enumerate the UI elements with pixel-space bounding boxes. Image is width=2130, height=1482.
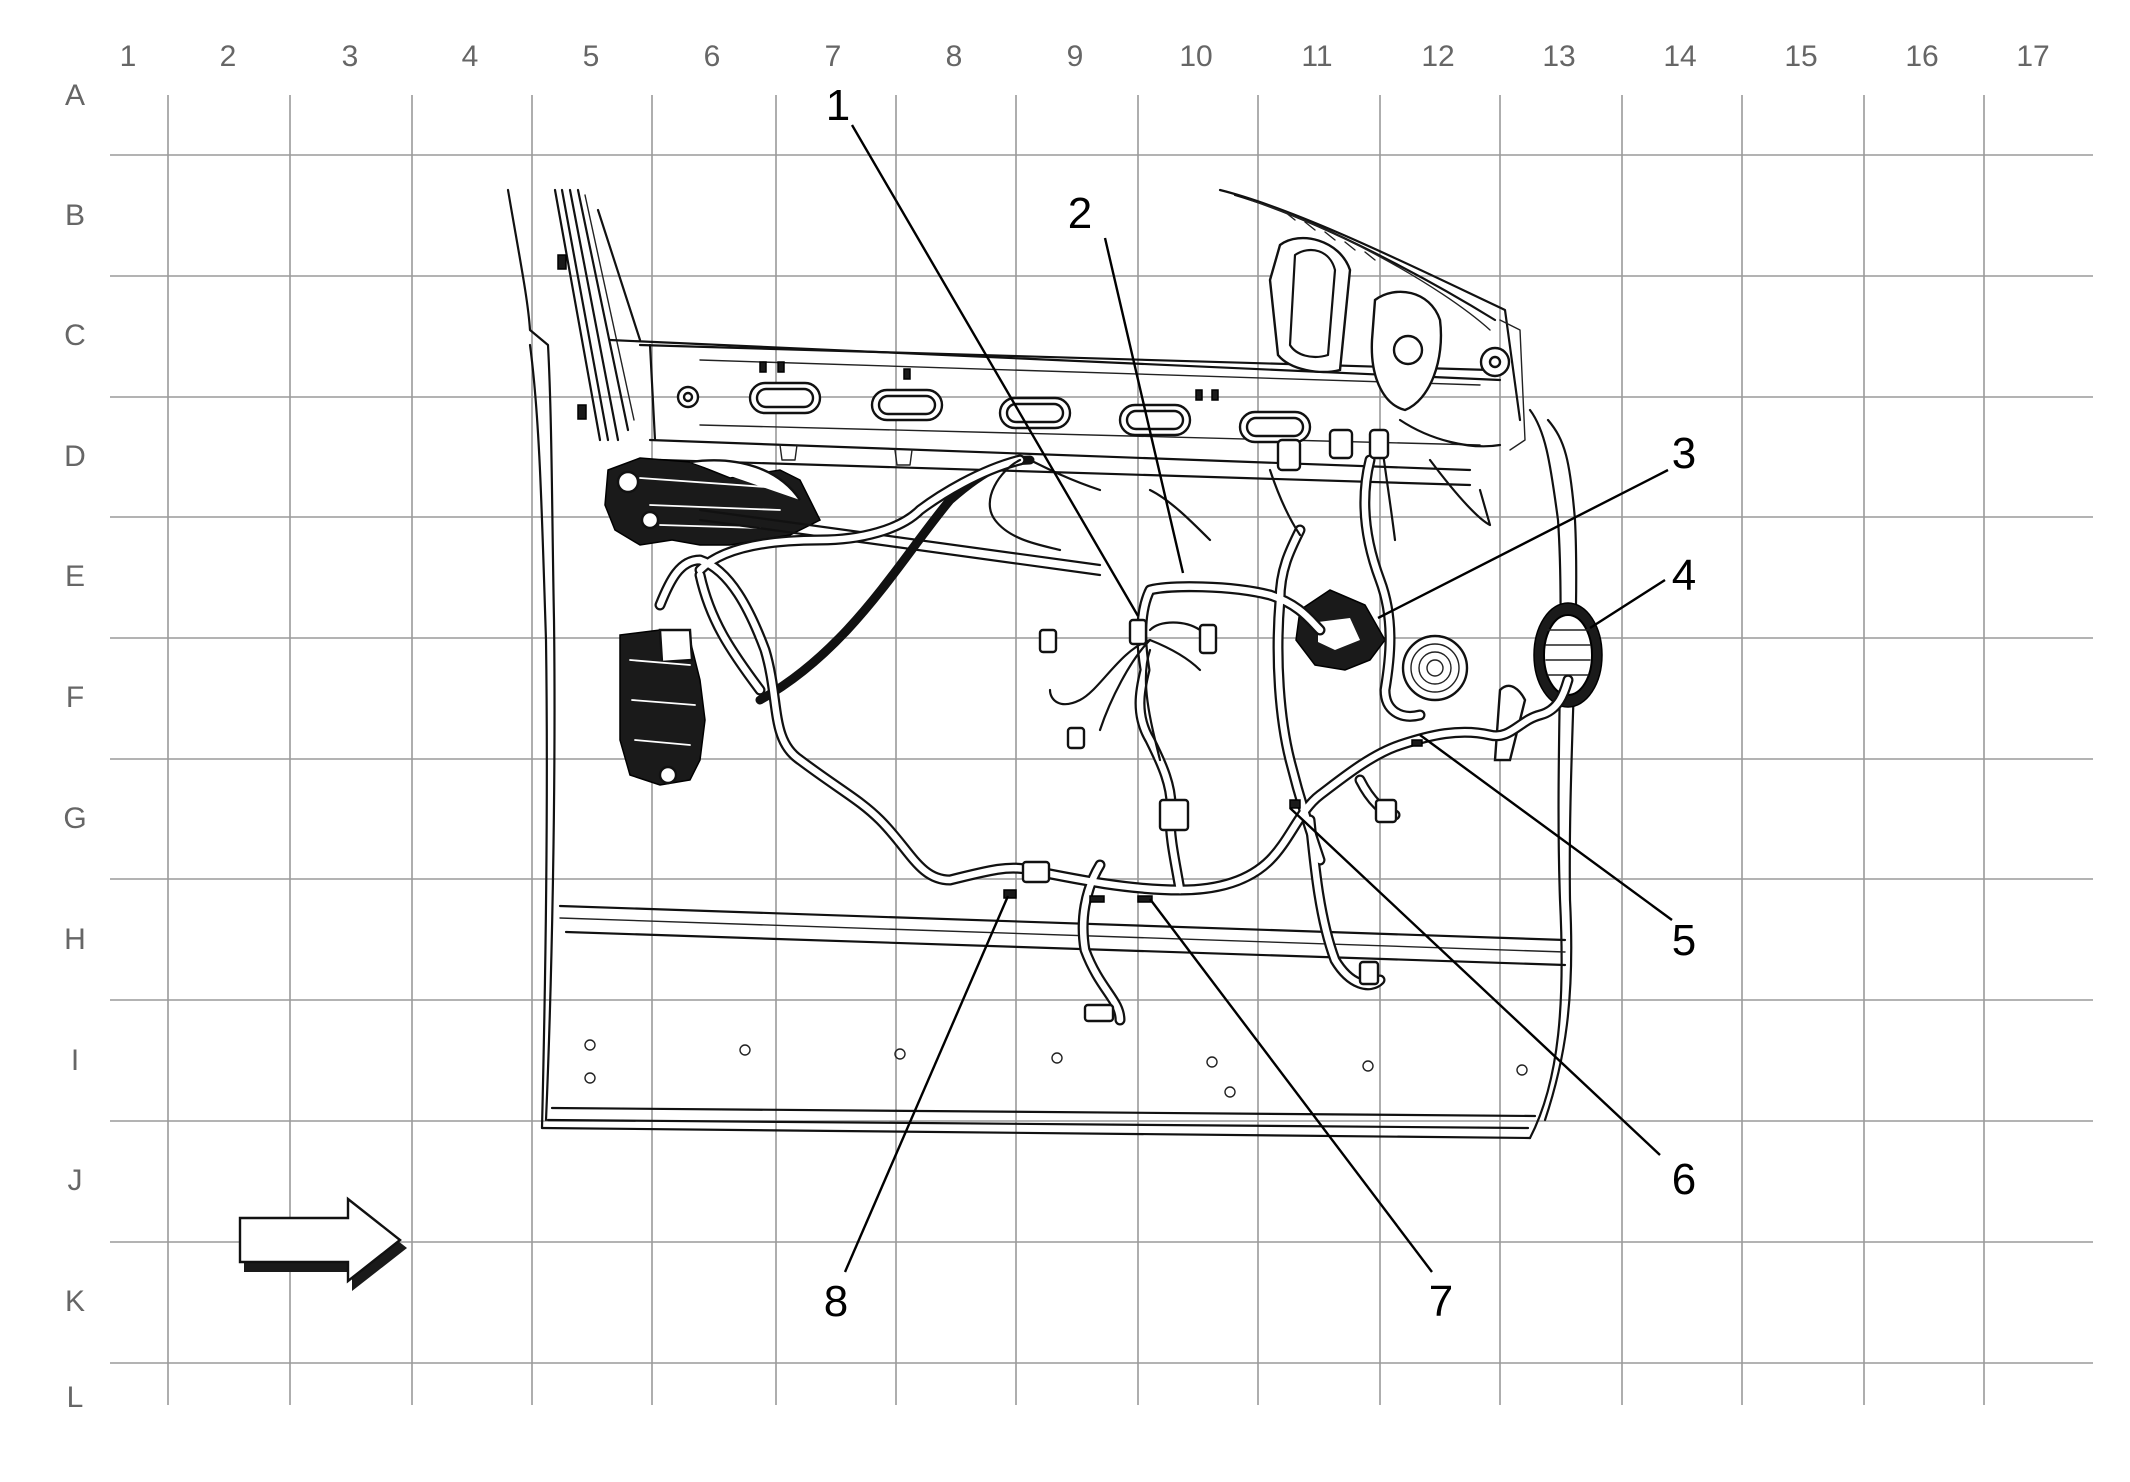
speaker [1401,634,1469,702]
callout-7: 7 [1429,1277,1453,1326]
grid-column-label: 7 [825,40,842,73]
grid-row-label: D [64,440,86,473]
grid-column-label: 17 [2016,40,2049,73]
callout-3: 3 [1672,429,1696,478]
grid-column-label: 6 [704,40,721,73]
grid-column-label: 8 [946,40,963,73]
callout-2: 2 [1068,189,1092,238]
grid-row-label: K [65,1285,85,1318]
grid-column-label: 10 [1179,40,1212,73]
callout-4: 4 [1672,551,1696,600]
door-panel-outline [506,188,1578,1140]
callout-8: 8 [824,1277,848,1326]
door-latch [619,628,706,786]
grid-column-label: 4 [462,40,479,73]
grid-row-label: H [64,923,86,956]
callout-labels: 1 2 3 4 5 6 7 8 [824,81,1696,1326]
right-arrow-icon [238,1196,407,1291]
grid-row-label: F [66,681,84,714]
grid-row-label: J [68,1164,83,1197]
callout-5: 5 [1672,916,1696,965]
grid-column-label: 16 [1905,40,1938,73]
grid-column-label: 5 [583,40,600,73]
mounting-holes [584,1039,1528,1098]
window-channel [553,188,642,442]
grid-row-label: B [65,199,85,232]
grid-column-label: 1 [120,40,137,73]
grid-column-label: 2 [220,40,237,73]
grid-row-label: L [67,1381,84,1414]
harness-connectors [1003,428,1423,1023]
callout-1: 1 [826,81,850,130]
grid-column-label: 9 [1067,40,1084,73]
mirror-mount [1218,188,1526,527]
callout-6: 6 [1672,1155,1696,1204]
grid-column-label: 12 [1421,40,1454,73]
grid-row-label: C [64,319,86,352]
grommet-boot [1533,602,1603,708]
grid-column-label: 3 [342,40,359,73]
grid-column-label: 11 [1301,40,1332,73]
grid-column-label: 14 [1663,40,1696,73]
connector-3 [1295,589,1386,671]
lock-actuator [604,457,822,546]
grid-row-label: E [65,560,85,593]
grid-column-label: 15 [1784,40,1817,73]
grid-row-label: G [63,802,86,835]
grid-row-label: I [71,1044,79,1077]
upper-belt-rail [608,338,1502,487]
grid-row-label: A [65,79,85,112]
grid-column-label: 13 [1542,40,1575,73]
